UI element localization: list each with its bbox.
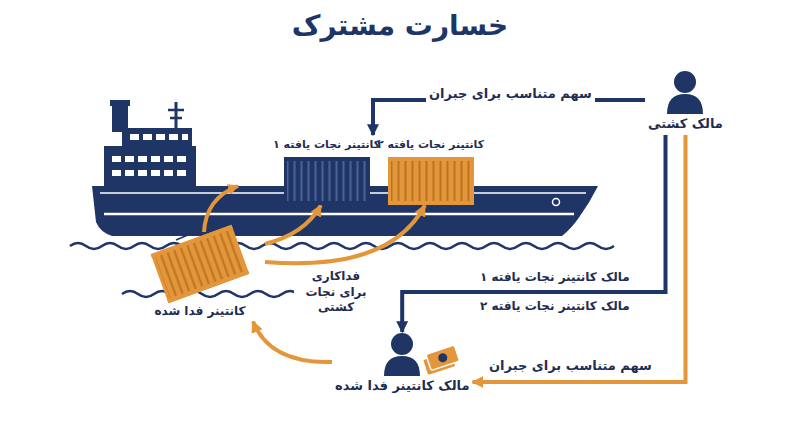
- funnel-cap: [110, 100, 130, 106]
- node-label: کانتینر فدا شده: [151, 302, 248, 322]
- container-icon: [135, 222, 265, 302]
- container-node: کانتینر نجات یافته ۱: [270, 136, 383, 205]
- flow-arrow: [373, 100, 645, 135]
- money-icon: [421, 345, 461, 376]
- node-label: مالک کشتی: [645, 114, 726, 135]
- node-label: مالک کانتینر فدا شده: [332, 376, 472, 397]
- funnel: [112, 104, 128, 132]
- party-node: مالک کانتینر فدا شده: [332, 332, 472, 397]
- flow-arrow: [253, 322, 332, 362]
- node-art: [388, 154, 474, 205]
- flow-arrow: [473, 135, 686, 382]
- node-art: [135, 222, 265, 302]
- mast-bar: [170, 117, 182, 120]
- anchor-port: [553, 199, 560, 206]
- node-art: [665, 70, 705, 114]
- container-node: کانتینر نجات یافته ۲: [374, 136, 487, 205]
- mast: [175, 102, 178, 130]
- bridge: [122, 128, 192, 148]
- node-label: کانتینر نجات یافته ۱: [270, 136, 383, 154]
- ship: [92, 100, 598, 236]
- node-label: کانتینر نجات یافته ۲: [374, 136, 487, 154]
- windows: [112, 134, 188, 176]
- container-icon: [388, 157, 474, 205]
- flow-arrow: [265, 205, 321, 244]
- container-icon: [284, 157, 370, 205]
- mast-bar: [168, 109, 184, 112]
- edge-label: سهم متناسب برای جبران: [486, 358, 655, 375]
- diagram-title: خسارت مشترک: [0, 8, 800, 44]
- node-art: [284, 154, 370, 205]
- sea-wave: [122, 291, 298, 297]
- crane-cable: [218, 224, 236, 226]
- edge-label: سهم متناسب برای جبران: [426, 86, 595, 103]
- container-node: کانتینر فدا شده: [135, 222, 265, 322]
- sea-wave: [70, 243, 614, 249]
- superstructure: [104, 146, 196, 188]
- party-node: مالک کشتی: [645, 70, 726, 135]
- annotation-label: فداکاری برای نجات کشتی: [294, 269, 378, 316]
- sacrifice-arrow: [204, 186, 238, 232]
- annotation-label: مالک کانتینر نجات یافته ۱: [477, 270, 633, 286]
- person-icon: [382, 332, 422, 376]
- annotation-label: مالک کانتینر نجات یافته ۲: [477, 299, 633, 315]
- flow-arrow: [265, 205, 425, 263]
- hull-stripe: [104, 213, 574, 216]
- person-icon: [665, 70, 705, 114]
- node-art: [382, 332, 422, 376]
